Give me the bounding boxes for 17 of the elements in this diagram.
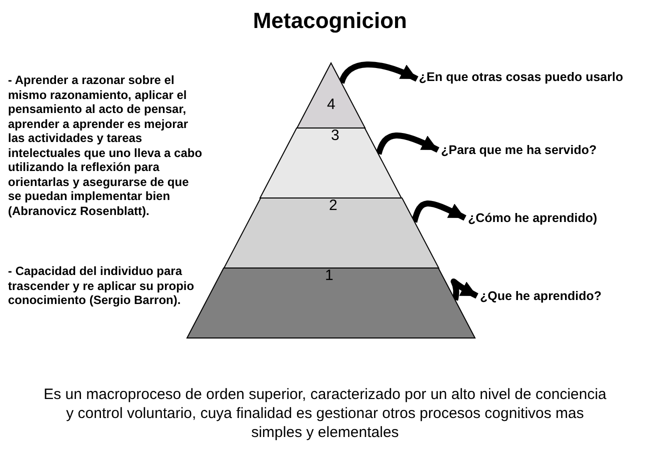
- curved-arrow: [411, 200, 466, 223]
- question-text: ¿Cómo he aprendido): [468, 210, 633, 227]
- level-number: 2: [328, 197, 338, 214]
- level-number: 3: [330, 127, 340, 144]
- note-text: - Aprender a razonar sobre el mismo razonamiento, aplicar el pensamiento al acto de pensar, aprender a aprender es mejorar las actividades y tareas intelectuales que uno lleva a cabo utilizando la reflexión para orientarlas y asegurarse de que se puedan implementar bien (Abranovicz Rosenblatt).: [8, 73, 203, 218]
- question-text: ¿Para que me ha servido?: [441, 142, 636, 159]
- curved-arrow: [338, 62, 418, 84]
- level-number: 1: [325, 267, 334, 284]
- question-text: ¿Que he aprendido?: [480, 288, 635, 305]
- note-text: - Capacidad del individuo para trascender y re aplicar su propio conocimiento (Sergio Barron).: [8, 264, 196, 308]
- title: Metacognicion: [252, 8, 408, 34]
- curved-arrow: [376, 132, 440, 155]
- question-text: ¿En que otras cosas puedo usarlo: [412, 69, 630, 86]
- level-number: 4: [326, 96, 336, 113]
- caption: Es un macroproceso de orden superior, caracterizado por un alto nivel de conciencia y control voluntario, cuya finalidad es gestionar otros procesos cognitivos mas simples y elementales: [42, 385, 608, 442]
- pyramid-level: [260, 128, 402, 198]
- pyramid-level: [224, 198, 438, 268]
